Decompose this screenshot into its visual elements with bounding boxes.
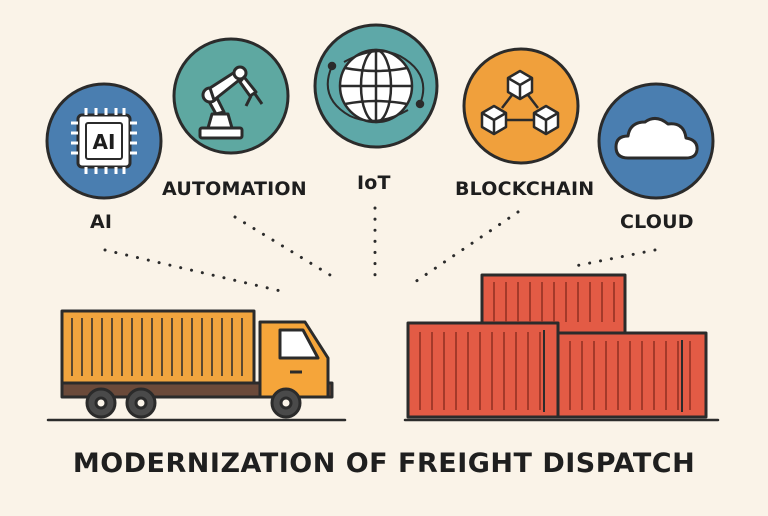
connector-lines — [103, 206, 657, 294]
page-title: MODERNIZATION OF FREIGHT DISPATCH — [72, 448, 696, 479]
truck-window — [278, 328, 320, 360]
automation-circle — [172, 37, 290, 155]
truck — [60, 309, 334, 419]
globe-icon — [326, 48, 425, 124]
cloud-icon — [614, 117, 699, 160]
container-bottom-right — [556, 331, 708, 419]
truck-container — [60, 309, 256, 385]
tech-label-ai: AI — [90, 211, 113, 233]
iot-circle — [313, 23, 439, 149]
ai-circle: AI — [45, 82, 163, 200]
connector-automation — [233, 215, 337, 280]
shipping-containers — [406, 273, 708, 419]
connector-ai — [103, 248, 287, 294]
tech-label-iot: IoT — [357, 172, 391, 194]
cloud-circle — [597, 82, 715, 200]
tech-label-cloud: CLOUD — [620, 211, 694, 233]
robotic-arm-icon — [198, 65, 264, 140]
blockchain-circle — [462, 47, 580, 165]
blocks-icon — [480, 69, 560, 136]
connector-cloud — [573, 248, 657, 268]
connector-blockchain — [413, 210, 520, 284]
truck-wheels — [85, 387, 302, 419]
tech-label-automation: AUTOMATION — [162, 178, 307, 200]
ai-chip-icon: AI — [71, 108, 137, 174]
tech-label-blockchain: BLOCKCHAIN — [455, 178, 595, 200]
svg-text:AI: AI — [93, 130, 116, 154]
container-bottom-left — [406, 321, 560, 419]
